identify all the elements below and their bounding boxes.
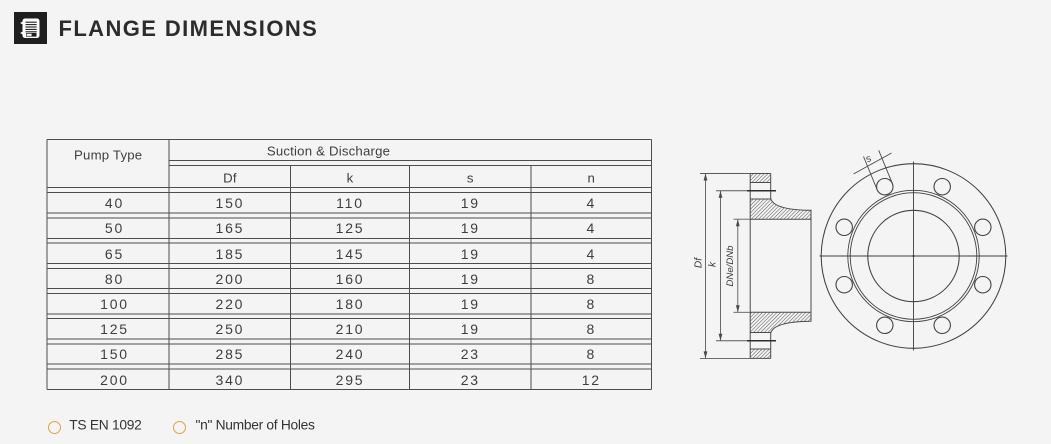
svg-text:DNe/DNb: DNe/DNb xyxy=(725,245,736,287)
svg-text:Df: Df xyxy=(693,257,704,268)
svg-text:s: s xyxy=(864,153,874,165)
svg-text:k: k xyxy=(707,261,718,267)
